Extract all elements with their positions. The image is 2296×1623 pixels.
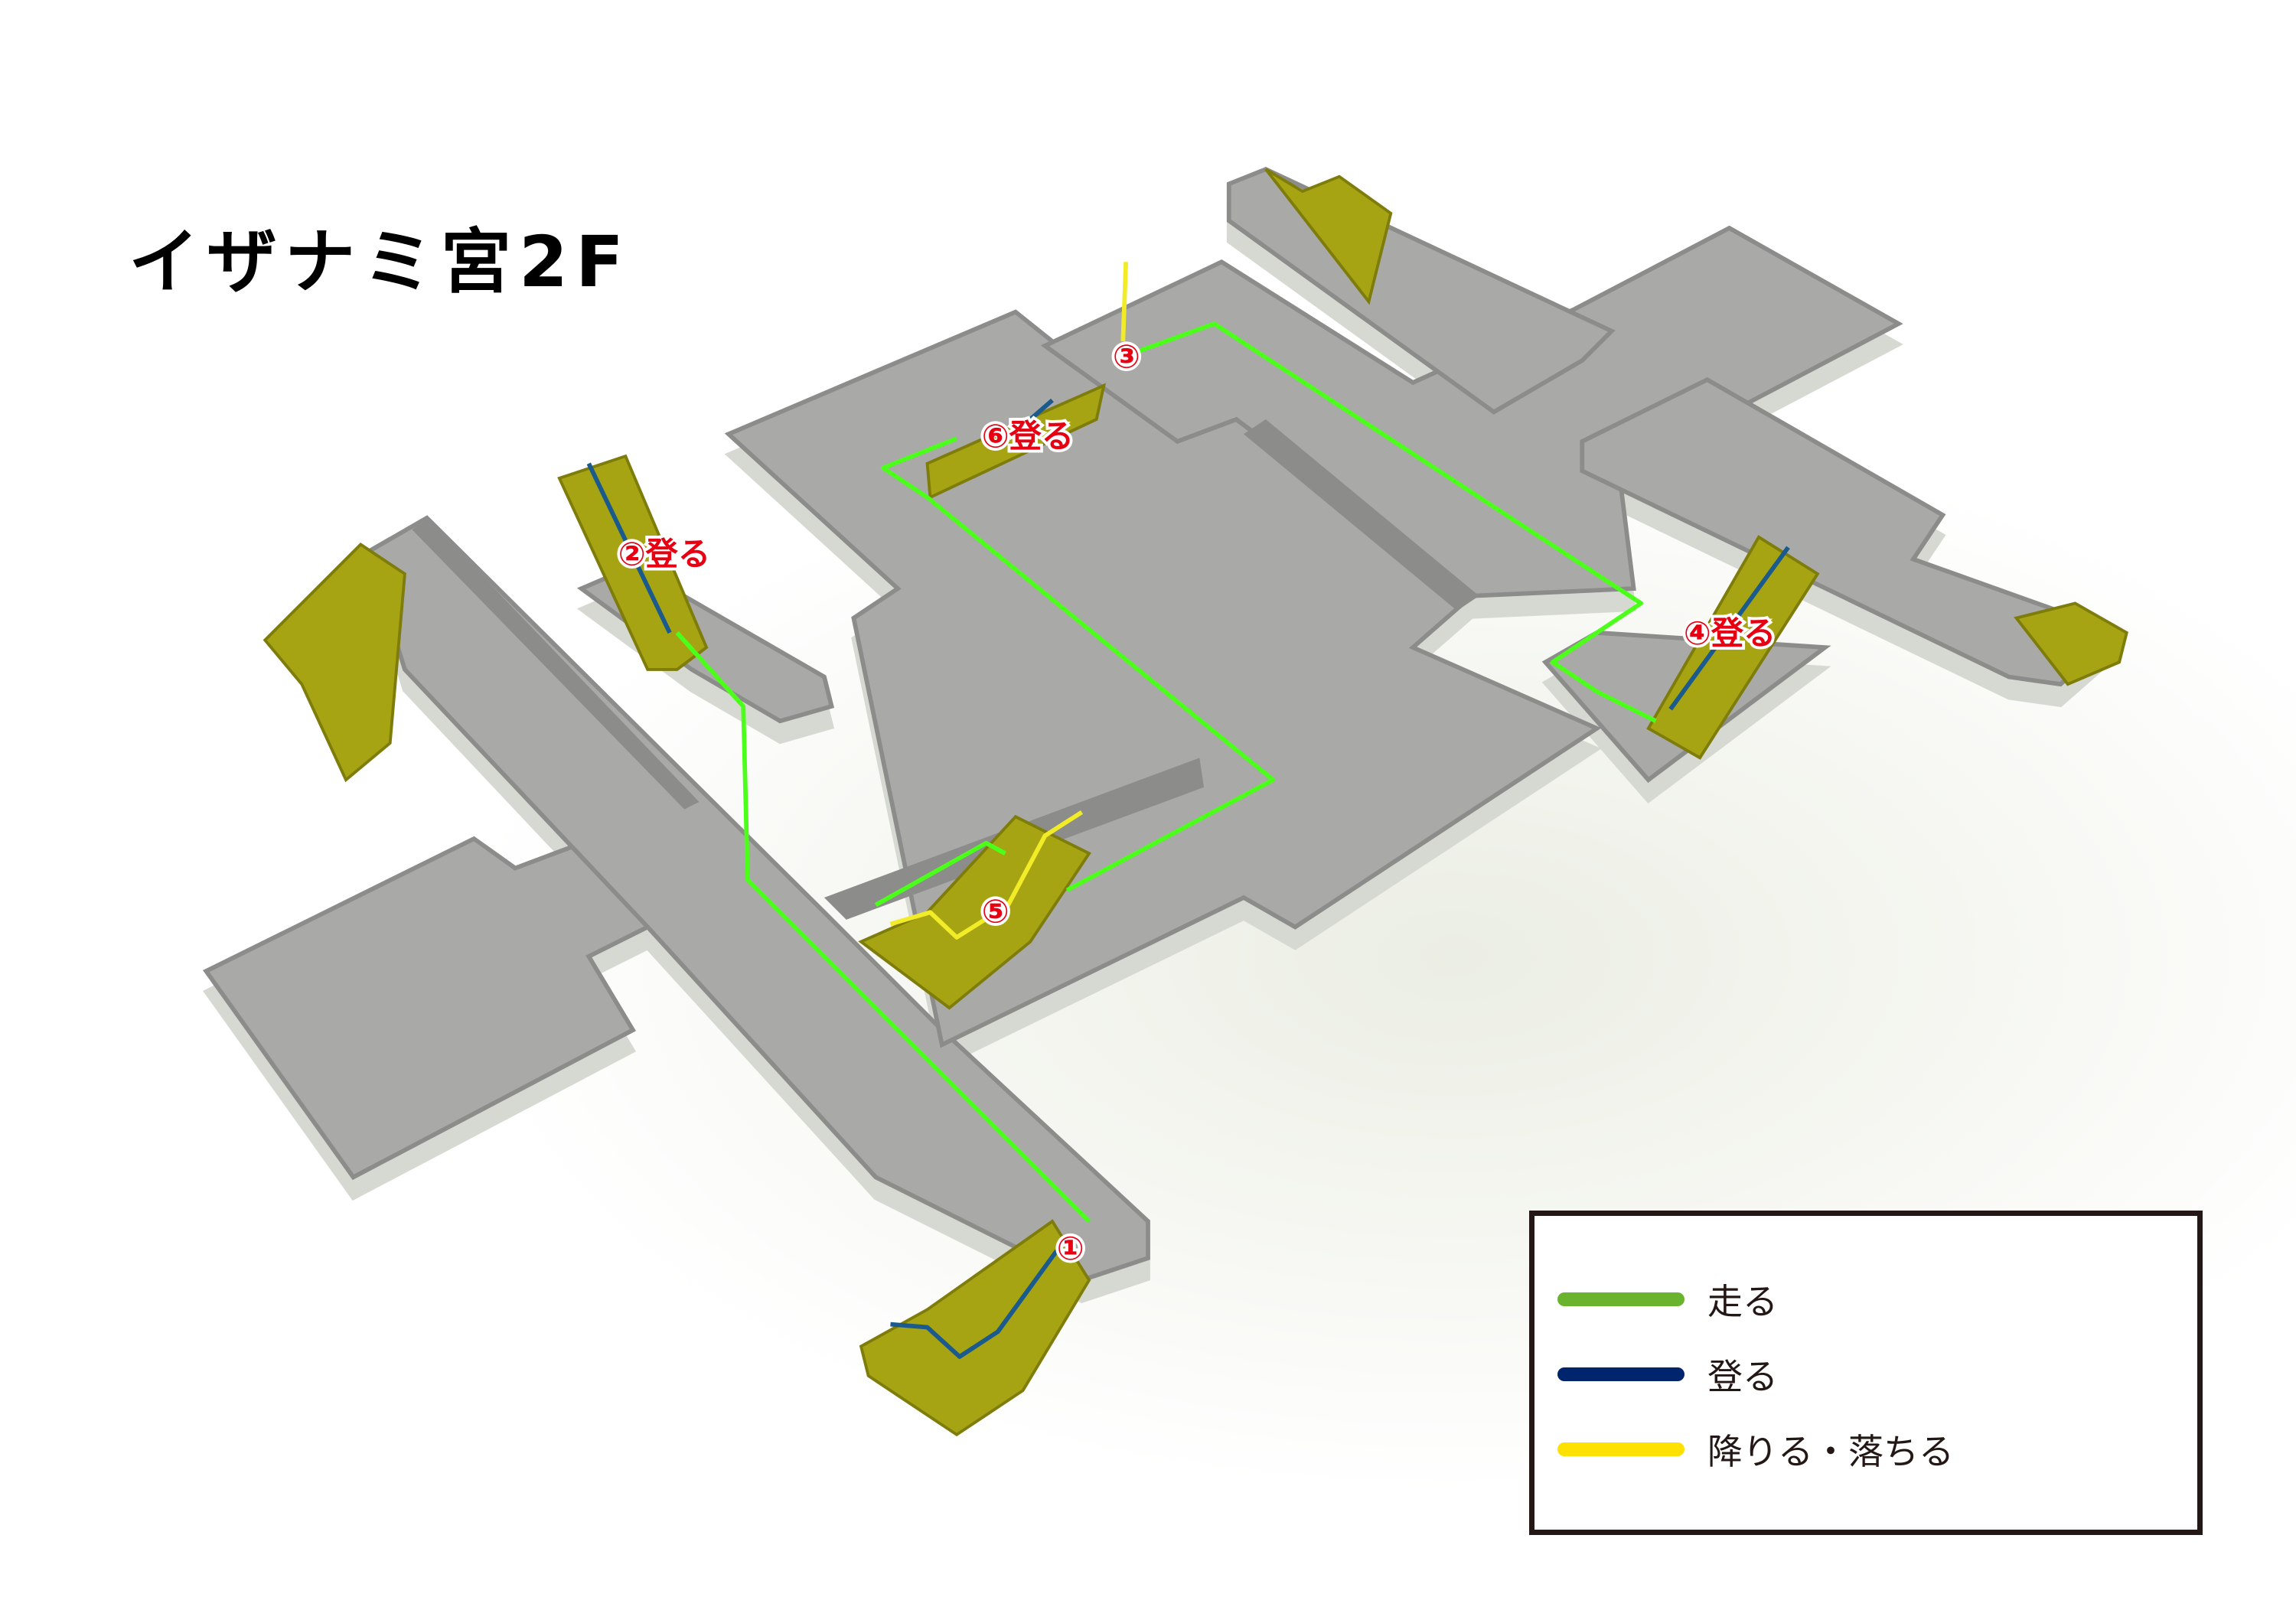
ramp-top [1264, 168, 1393, 305]
climb-line-swatch [1557, 1367, 1684, 1381]
wall [1243, 419, 1479, 611]
marker-4: ④登る [1684, 614, 1776, 652]
marker-3: ③ [1113, 338, 1140, 376]
left-corridor [365, 515, 1150, 1283]
ramp-2 [557, 454, 709, 671]
legend-item-fall: 降りる・落ちる [1557, 1424, 1954, 1475]
ramp-left [263, 543, 406, 783]
wall [412, 517, 700, 810]
ramp-right-end [2014, 601, 2128, 686]
left-room [203, 836, 651, 1181]
ramp-1 [859, 1219, 1091, 1437]
run-route [675, 631, 1091, 1224]
legend: 走る 登る 降りる・落ちる [1529, 1211, 2203, 1535]
marker-1: ① [1057, 1230, 1084, 1267]
fall-line-swatch [1557, 1442, 1684, 1456]
legend-label: 登る [1707, 1356, 1778, 1397]
run-route [1132, 321, 1657, 723]
climb-route [586, 462, 672, 634]
legend-label: 走る [1707, 1281, 1778, 1322]
marker-6: ⑥登る [982, 418, 1074, 455]
legend-item-run: 走る [1557, 1274, 1778, 1325]
climb-route [1029, 398, 1054, 422]
run-route [874, 840, 1006, 908]
fall-route [889, 810, 1084, 940]
climb-route [890, 1249, 1059, 1359]
marker-5: ⑤ [982, 893, 1009, 930]
markers: ① ②登る ③ ④登る ⑤ ⑥登る [615, 335, 1779, 1270]
fall-route [1120, 262, 1129, 342]
floor-blocks [203, 166, 2124, 1283]
map-title: イザナミ宮2F [129, 221, 631, 303]
legend-item-climb: 登る [1557, 1349, 1778, 1400]
run-route [880, 436, 1276, 892]
climb-route [1668, 546, 1790, 711]
run-line-swatch [1557, 1292, 1684, 1306]
routes [586, 262, 1790, 1359]
upper-right-area [1040, 225, 1903, 598]
legend-label: 降りる・落ちる [1707, 1431, 1954, 1472]
ramp-6 [925, 383, 1106, 500]
ramp-4 [1646, 535, 1820, 760]
marker-2: ②登る [618, 535, 710, 572]
